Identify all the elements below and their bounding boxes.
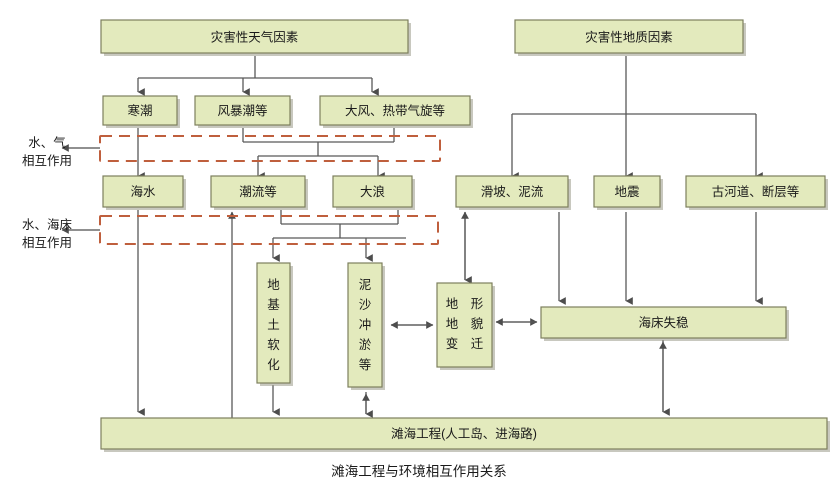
node-storm-surge[interactable]: 风暴潮等: [194, 95, 293, 128]
node-geomorph-change[interactable]: 地地变 形貌迁: [436, 282, 495, 370]
node-weather-factors-label: 灾害性天气因素: [211, 30, 299, 45]
node-landslide[interactable]: 滑坡、泥流: [455, 175, 571, 210]
node-sediment-scour[interactable]: 泥沙冲淤等: [347, 262, 385, 390]
side-label-water-seabed-line2: 相互作用: [22, 236, 72, 250]
node-strong-wind-label: 大风、热带气旋等: [345, 103, 445, 118]
node-paleochannel[interactable]: 古河道、断层等: [685, 175, 828, 210]
node-geomorph-change-col1: 地地变: [446, 297, 459, 351]
node-seabed-instability-label: 海床失稳: [638, 315, 689, 330]
node-sediment-scour-label: 泥沙冲淤等: [359, 278, 372, 372]
node-geology-factors-label: 灾害性地质因素: [585, 30, 673, 45]
node-weather-factors[interactable]: 灾害性天气因素: [100, 19, 411, 56]
node-cold-wave-label: 寒潮: [127, 103, 152, 118]
side-label-water-air-line2: 相互作用: [22, 154, 72, 168]
side-label-water-air-line1: 水、气: [28, 135, 66, 150]
node-geology-factors[interactable]: 灾害性地质因素: [514, 19, 746, 56]
node-geomorph-change-col2: 形貌迁: [471, 297, 484, 351]
node-soil-softening[interactable]: 地基土软化: [256, 262, 293, 386]
node-coastal-project-label: 滩海工程(人工岛、进海路): [391, 426, 537, 441]
node-big-wave[interactable]: 大浪: [332, 175, 415, 210]
node-soil-softening-label: 地基土软化: [267, 278, 280, 372]
node-seawater-label: 海水: [130, 184, 156, 199]
node-cold-wave[interactable]: 寒潮: [102, 95, 180, 128]
dashed-zone-water-air: [99, 135, 441, 162]
side-label-water-air: 水、气 相互作用: [22, 135, 72, 168]
node-strong-wind[interactable]: 大风、热带气旋等: [319, 95, 473, 128]
side-label-water-seabed: 水、海床 相互作用: [22, 217, 73, 250]
dashed-zone-water-seabed: [99, 215, 439, 245]
node-seabed-instability[interactable]: 海床失稳: [540, 306, 789, 341]
node-tidal-current-label: 潮流等: [239, 184, 277, 199]
diagram-caption: 滩海工程与环境相互作用关系: [331, 464, 507, 479]
node-landslide-label: 滑坡、泥流: [481, 185, 544, 199]
node-coastal-project[interactable]: 滩海工程(人工岛、进海路): [100, 417, 830, 452]
node-storm-surge-label: 风暴潮等: [217, 103, 267, 118]
node-paleochannel-label: 古河道、断层等: [712, 184, 800, 199]
side-label-water-seabed-line1: 水、海床: [22, 217, 73, 232]
node-earthquake[interactable]: 地震: [593, 175, 663, 210]
node-seawater[interactable]: 海水: [102, 175, 186, 210]
node-big-wave-label: 大浪: [360, 184, 385, 199]
node-earthquake-label: 地震: [614, 185, 640, 199]
node-tidal-current[interactable]: 潮流等: [210, 175, 308, 210]
